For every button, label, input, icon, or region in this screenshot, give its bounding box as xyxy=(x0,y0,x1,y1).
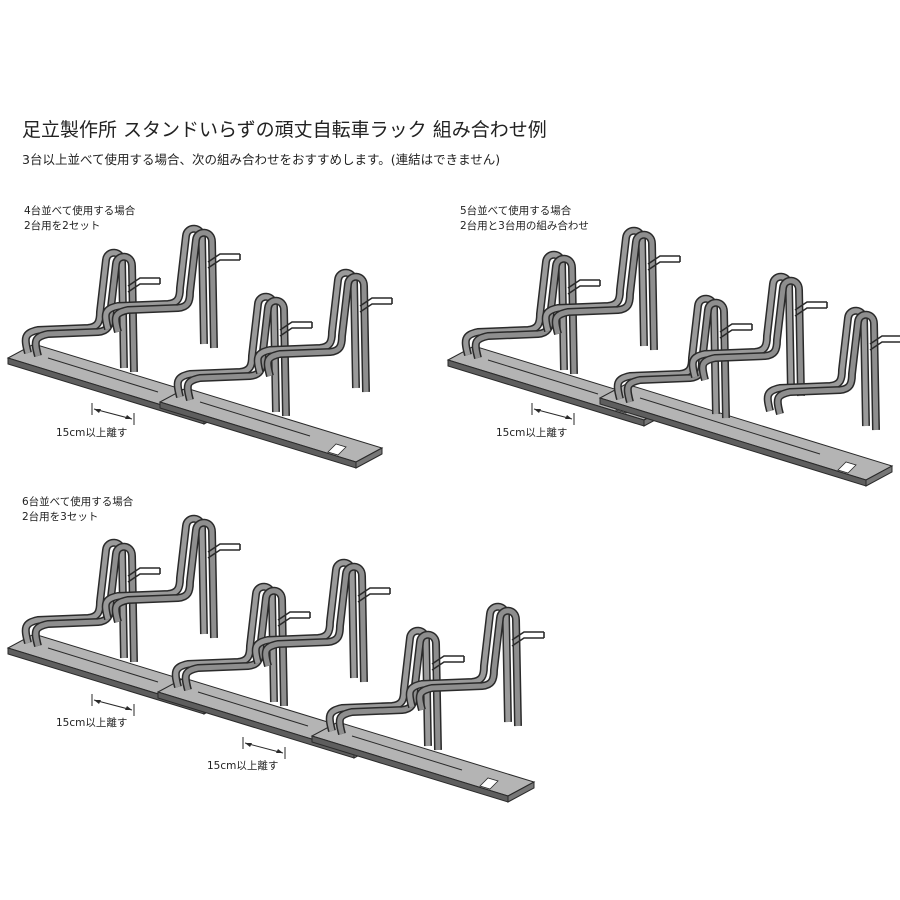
gap-label-6-bikes-second: 15cm以上離す xyxy=(207,760,279,772)
gap-label-6-bikes-first: 15cm以上離す xyxy=(56,717,128,729)
rack-set-2-bike xyxy=(160,273,392,468)
caption-line-count: 5台並べて使用する場合 xyxy=(460,205,572,217)
gap-label-5-bikes: 15cm以上離す xyxy=(496,427,568,439)
example-caption-4-bikes: 4台並べて使用する場合 2台用を2セット xyxy=(24,204,135,234)
page-title: 足立製作所 スタンドいらずの頑丈自転車ラック 組み合わせ例 xyxy=(22,119,547,141)
page-subtitle: 3台以上並べて使用する場合、次の組み合わせをおすすめします。(連結はできません) xyxy=(22,152,501,167)
example-caption-6-bikes: 6台並べて使用する場合 2台用を3セット xyxy=(22,495,133,525)
spacing-marker xyxy=(242,736,286,760)
spacing-marker xyxy=(91,402,135,426)
caption-line-count: 4台並べて使用する場合 xyxy=(24,205,136,217)
spacing-marker xyxy=(531,402,575,426)
spacing-marker xyxy=(91,693,135,717)
example-caption-5-bikes: 5台並べて使用する場合 2台用と3台用の組み合わせ xyxy=(460,204,589,234)
caption-line-combination: 2台用を2セット xyxy=(24,220,101,232)
gap-label-4-bikes: 15cm以上離す xyxy=(56,427,128,439)
caption-line-combination: 2台用を3セット xyxy=(22,511,99,523)
rack-set-2-bike xyxy=(312,607,544,802)
caption-line-count: 6台並べて使用する場合 xyxy=(22,496,134,508)
caption-line-combination: 2台用と3台用の組み合わせ xyxy=(460,220,589,232)
